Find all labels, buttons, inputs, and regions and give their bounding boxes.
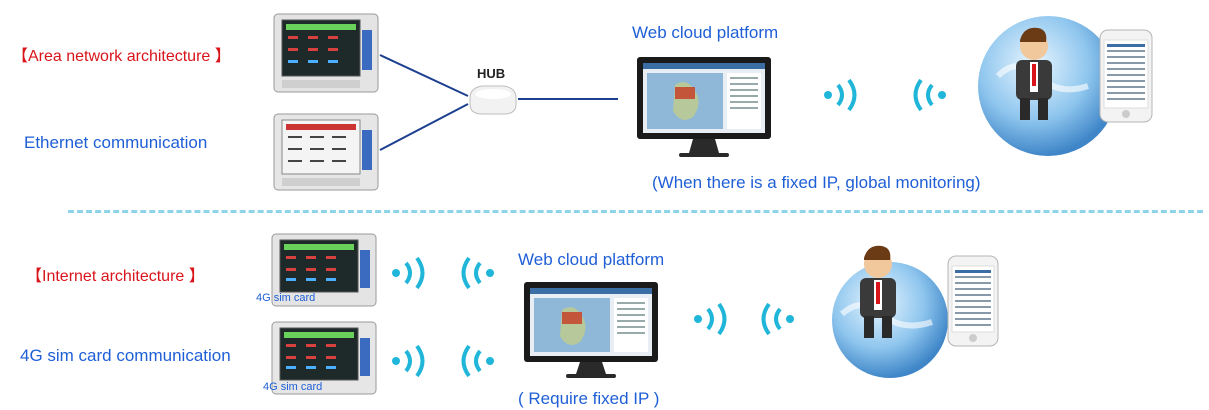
top-note: (When there is a fixed IP, global monito…	[652, 173, 981, 192]
wifi-signal-icon	[694, 302, 727, 336]
wifi-signal-icon	[392, 344, 425, 378]
ethernet-communication-label: Ethernet communication	[24, 133, 208, 152]
device-panel-icon	[273, 13, 379, 93]
bottom-note: ( Require fixed IP )	[518, 389, 660, 408]
wifi-signal-icon	[913, 78, 946, 112]
wifi-signal-icon	[461, 256, 494, 290]
monitor-icon	[637, 57, 771, 157]
top-cloud-platform-label: Web cloud platform	[632, 23, 779, 42]
bottom-cloud-platform-label: Web cloud platform	[518, 250, 665, 269]
device-panel-icon	[271, 321, 377, 395]
section-divider	[68, 210, 1203, 213]
wifi-signal-icon	[392, 256, 425, 290]
businessman-globe-icon	[978, 16, 1118, 156]
internet-architecture-title: 【Internet architecture 】	[26, 268, 205, 285]
wifi-signal-icon	[824, 78, 857, 112]
businessman-globe-icon	[832, 245, 948, 378]
hub-label: HUB	[477, 66, 506, 81]
smartphone-icon	[947, 255, 999, 347]
monitor-icon	[524, 282, 658, 378]
sim-card-label-2: 4G sim card	[263, 381, 323, 393]
wifi-signal-icon	[761, 302, 794, 336]
smartphone-icon	[1099, 29, 1153, 123]
device-panel-icon	[273, 113, 379, 191]
wifi-signal-icon	[461, 344, 494, 378]
sim-card-label-1: 4G sim card	[256, 292, 316, 304]
area-network-title: 【Area network architecture 】	[12, 48, 231, 65]
hub-icon	[469, 85, 517, 115]
device-panel-icon	[271, 233, 377, 307]
sim-communication-label: 4G sim card communication	[20, 346, 231, 365]
